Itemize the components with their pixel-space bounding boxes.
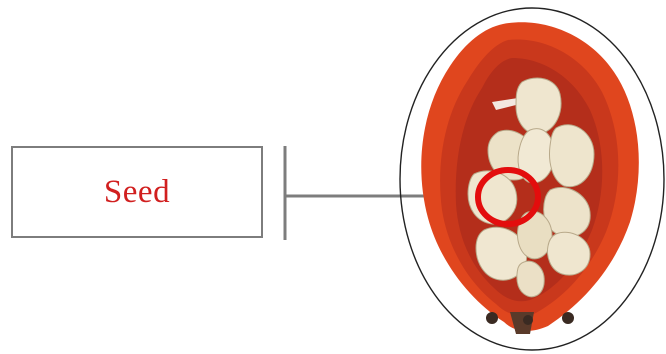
sepal	[562, 312, 574, 324]
seed	[550, 125, 594, 187]
sepal	[523, 315, 533, 325]
sepal	[486, 312, 498, 324]
